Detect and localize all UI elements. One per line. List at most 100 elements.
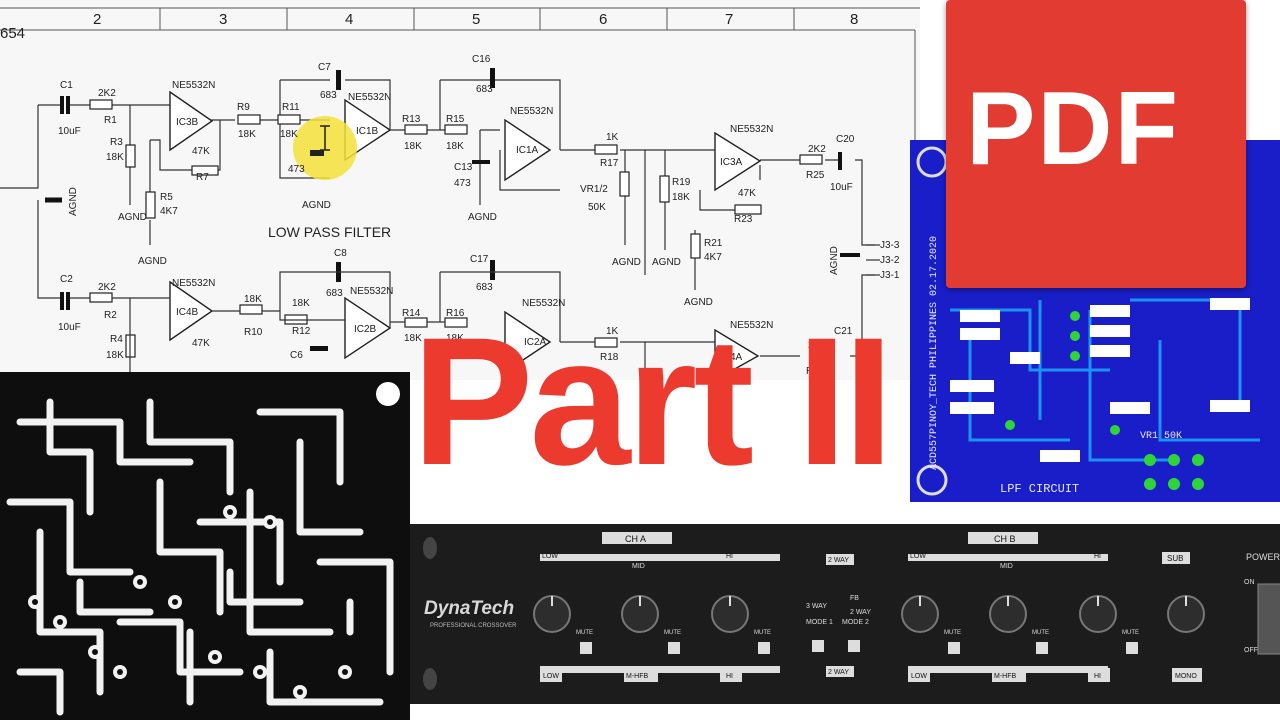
label-r12: R12 — [292, 326, 311, 337]
label-r9-value: 18K — [238, 129, 256, 140]
ch-b-label: CH B — [994, 534, 1016, 544]
label-r13-value: 18K — [404, 141, 422, 152]
mode-label-3way: 3 WAY — [806, 603, 827, 610]
label-r23-value: 47K — [738, 188, 756, 199]
power-switch[interactable] — [1257, 583, 1280, 655]
label-c6: C6 — [290, 350, 303, 361]
label-r15: R15 — [446, 114, 465, 125]
mute-button-hi-a[interactable] — [758, 642, 770, 654]
label-c1-value: 10uF — [58, 126, 81, 137]
bottom-label-mhfb-b: M-HFB — [994, 673, 1016, 680]
top-label-low-a: LOW — [542, 553, 558, 560]
label-r18-value: 1K — [606, 326, 619, 337]
label-r3: R3 — [110, 137, 123, 148]
label-c17: C17 — [470, 254, 489, 265]
label-r25-value: 2K2 — [808, 144, 826, 155]
grid-col-7: 7 — [725, 11, 733, 28]
label-agnd-2: AGND — [138, 256, 167, 267]
label-r23: R23 — [734, 214, 753, 225]
label-c7: C7 — [318, 62, 331, 73]
label-ic3a: IC3A — [720, 157, 743, 168]
label-vr1-value: 50K — [588, 202, 606, 213]
grid-col-6: 6 — [599, 11, 607, 28]
label-r10: R10 — [244, 327, 263, 338]
frame-number: 654 — [0, 25, 25, 42]
label-c2-value: 10uF — [58, 322, 81, 333]
label-r10-value: 18K — [244, 294, 262, 305]
mode-1-button[interactable] — [812, 640, 824, 652]
power-off-label: OFF — [1244, 647, 1258, 654]
label-ic1a: IC1A — [516, 145, 539, 156]
label-r26-value: 2K2 — [808, 340, 826, 351]
mode-label-1: MODE 1 — [806, 619, 833, 626]
chip-label-ic3a: NE5532N — [730, 124, 773, 135]
grid-col-5: 5 — [472, 11, 480, 28]
part-title: Part II — [412, 299, 894, 503]
mode-label-2: MODE 2 — [842, 619, 869, 626]
label-r4-value: 18K — [106, 350, 124, 361]
label-j3-3: J3-3 — [880, 240, 900, 251]
label-agnd-4: AGND — [468, 212, 497, 223]
label-c17-value: 683 — [476, 282, 493, 293]
label-ic2a: IC2A — [524, 337, 547, 348]
grid-col-2: 2 — [93, 11, 101, 28]
brand-logo: DynaTech — [424, 598, 514, 619]
label-r21: R21 — [704, 238, 723, 249]
label-r13: R13 — [402, 114, 421, 125]
mute-button-mid-a[interactable] — [668, 642, 680, 654]
label-r17-value: 1K — [606, 132, 619, 143]
crossover-rack-panel: CH A CH B SUB POWER ON OFF 2 WAY 2 WAY 3… — [410, 524, 1280, 704]
way-bottom-label: 2 WAY — [828, 669, 849, 676]
label-c2: C2 — [60, 274, 73, 285]
label-r7: R7 — [196, 172, 209, 183]
chip-label-ic2b: NE5532N — [350, 286, 393, 297]
label-c21: C21 — [834, 326, 853, 337]
label-r4: R4 — [110, 334, 123, 345]
label-ic2b: IC2B — [354, 324, 377, 335]
label-r5-value: 4K7 — [160, 206, 178, 217]
label-j3-2: J3-2 — [880, 255, 900, 266]
mute-button-hi-b[interactable] — [1126, 642, 1138, 654]
label-r2: R2 — [104, 310, 117, 321]
grid-col-4: 4 — [345, 11, 353, 28]
mute-label-2: MUTE — [664, 630, 681, 636]
label-ic1b: IC1B — [356, 126, 379, 137]
top-label-hi-b: HI — [1094, 553, 1101, 560]
bottom-label-low-a: LOW — [543, 673, 559, 680]
label-r3-value: 18K — [106, 152, 124, 163]
label-agnd-vertical-right: AGND — [829, 246, 840, 275]
label-agnd-vertical-left: AGND — [68, 187, 79, 216]
label-r1-value: 2K2 — [98, 88, 116, 99]
mode-label-fb: FB — [850, 595, 859, 602]
mute-button-low-b[interactable] — [948, 642, 960, 654]
label-r2-value: 2K2 — [98, 282, 116, 293]
mute-button-low-a[interactable] — [580, 642, 592, 654]
pdf-badge: PDF — [946, 0, 1246, 288]
label-r16-value: 18K — [446, 333, 464, 344]
label-r21-value: 4K7 — [704, 252, 722, 263]
mode-2-button[interactable] — [848, 640, 860, 652]
top-label-hi-a: HI — [726, 553, 733, 560]
label-r25: R25 — [806, 170, 825, 181]
label-ic4a: IC4A — [720, 352, 743, 363]
board-vr-label: VR1 50K — [1140, 431, 1182, 442]
mute-label-6: MUTE — [1122, 630, 1139, 636]
label-r12-value: 18K — [292, 298, 310, 309]
label-j3-1: J3-1 — [880, 270, 900, 281]
grid-col-8: 8 — [850, 11, 858, 28]
label-agnd-3: AGND — [302, 200, 331, 211]
label-c16: C16 — [472, 54, 491, 65]
bottom-label-mono: MONO — [1175, 673, 1197, 680]
bottom-label-hi-a: HI — [726, 673, 733, 680]
power-label: POWER — [1246, 552, 1280, 562]
label-agnd-1: AGND — [118, 212, 147, 223]
top-label-low-b: LOW — [910, 553, 926, 560]
board-caption: LPF CIRCUIT — [1000, 482, 1079, 496]
chip-label-ic3b: NE5532N — [172, 80, 215, 91]
label-r19-value: 18K — [672, 192, 690, 203]
sub-label: SUB — [1167, 554, 1183, 563]
mute-button-mid-b[interactable] — [1036, 642, 1048, 654]
bottom-label-hi-b: HI — [1094, 673, 1101, 680]
label-agnd-5: AGND — [612, 257, 641, 268]
mode-label-2way: 2 WAY — [850, 609, 871, 616]
